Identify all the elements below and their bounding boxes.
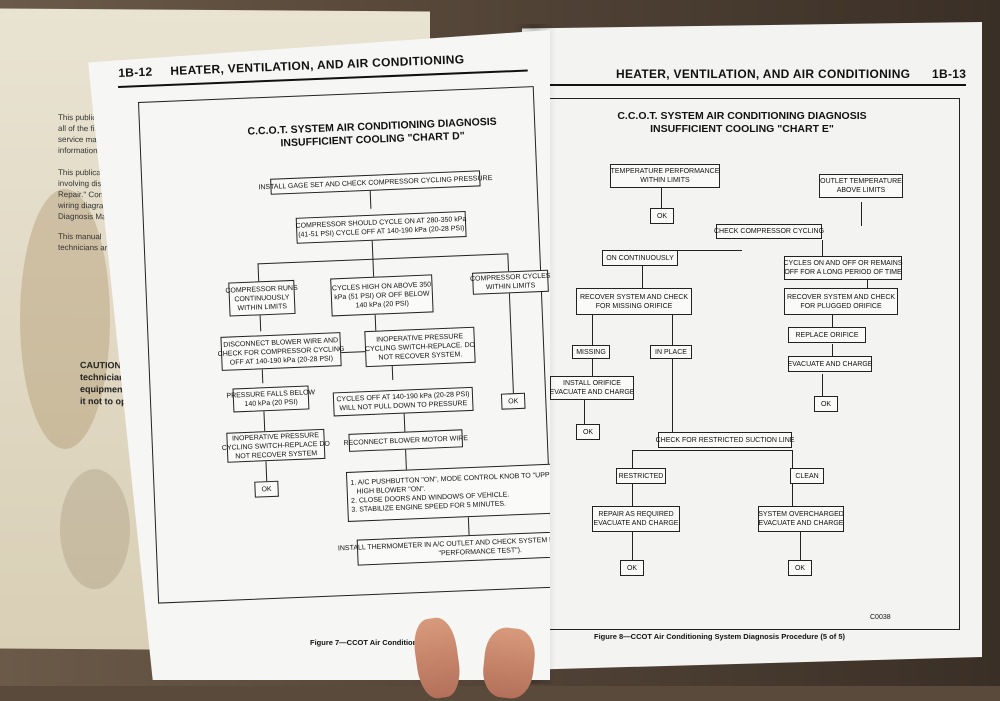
compressor-cycles-box: COMPRESSOR CYCLES WITHIN LIMITS — [470, 269, 550, 295]
outlet-temp-box: OUTLET TEMPERATURE ABOVE LIMITS — [819, 174, 903, 198]
on-continuously-box: ON CONTINUOUSLY — [602, 250, 678, 266]
recover-missing-box: RECOVER SYSTEM AND CHECK FOR MISSING ORI… — [576, 288, 692, 315]
ok-box-mid: OK — [814, 396, 838, 412]
left-chart: C.C.O.T. SYSTEM AIR CONDITIONING DIAGNOS… — [88, 30, 550, 679]
ok-box-bottom-left: OK — [620, 560, 644, 576]
restricted-box: RESTRICTED — [616, 468, 666, 484]
recover-plugged-box: RECOVER SYSTEM AND CHECK FOR PLUGGED ORI… — [784, 288, 898, 315]
cycles-on-off-box: CYCLES ON AND OFF OR REMAINS OFF FOR A L… — [783, 256, 903, 280]
steps-box: 1. A/C PUSHBUTTON "ON", MODE CONTROL KNO… — [345, 463, 550, 522]
runs-continuously-box: COMPRESSOR RUNS CONTINUOUSLY WITHIN LIMI… — [225, 279, 298, 317]
back-paragraph-3: This manual technicians and — [58, 231, 114, 253]
figure-code: C0038 — [870, 614, 891, 621]
left-page: 1B-12 HEATER, VENTILATION, AND AIR CONDI… — [88, 30, 550, 680]
disconnect-blower-box: DISCONNECT BLOWER WIRE AND CHECK FOR COM… — [218, 332, 345, 371]
right-page: HEATER, VENTILATION, AND AIR CONDITIONIN… — [522, 22, 982, 670]
right-figure-caption: Figure 8—CCOT Air Conditioning System Di… — [594, 632, 846, 641]
left-chart-title: C.C.O.T. SYSTEM AIR CONDITIONING DIAGNOS… — [247, 115, 497, 150]
inoperative-recover-box: INOPERATIVE PRESSURE CYCLING SWITCH-REPL… — [222, 428, 330, 463]
ok-box-bottom-right: OK — [788, 560, 812, 576]
left-figure-caption: Figure 7—CCOT Air Conditioning — [310, 638, 429, 647]
repair-box: REPAIR AS REQUIRED EVACUATE AND CHARGE — [592, 506, 680, 532]
right-page-number: 1B-13 — [932, 67, 967, 81]
ok-box-top: OK — [650, 208, 674, 224]
overcharged-box: SYSTEM OVERCHARGED EVACUATE AND CHARGE — [758, 506, 844, 532]
clean-box: CLEAN — [790, 468, 824, 484]
check-compressor-box: CHECK COMPRESSOR CYCLING — [714, 224, 824, 239]
missing-box: MISSING — [572, 345, 610, 359]
ok-box-left: OK — [576, 424, 600, 440]
in-place-box: IN PLACE — [650, 345, 692, 359]
should-cycle-box: COMPRESSOR SHOULD CYCLE ON AT 280-350 kP… — [295, 210, 467, 244]
right-header-title: HEATER, VENTILATION, AND AIR CONDITIONIN… — [616, 67, 911, 81]
cycles-off-box: CYCLES OFF AT 140-190 kPa (20-28 PSI) WI… — [332, 386, 474, 417]
install-orifice-box: INSTALL ORIFICE EVACUATE AND CHARGE — [550, 376, 634, 400]
evacuate-charge-box: EVACUATE AND CHARGE — [788, 356, 872, 372]
reconnect-blower-box: RECONNECT BLOWER MOTOR WIRE — [343, 429, 468, 452]
install-gage-box: INSTALL GAGE SET AND CHECK COMPRESSOR CY… — [258, 170, 492, 195]
check-restricted-box: CHECK FOR RESTRICTED SUCTION LINE — [656, 432, 794, 448]
replace-orifice-box: REPLACE ORIFICE — [788, 327, 866, 343]
cycles-high-box: CYCLES HIGH ON ABOVE 350 kPa (51 PSI) OR… — [330, 274, 434, 317]
ok-box-left-page: OK — [254, 480, 279, 498]
temp-performance-box: TEMPERATURE PERFORMANCE WITHIN LIMITS — [610, 164, 720, 188]
ok-box-right: OK — [500, 392, 526, 410]
pressure-falls-box: PRESSURE FALLS BELOW 140 kPa (20 PSI) — [226, 385, 315, 413]
inoperative-replace-box: INOPERATIVE PRESSURE CYCLING SWITCH-REPL… — [364, 326, 476, 368]
right-chart-title: C.C.O.T. SYSTEM AIR CONDITIONING DIAGNOS… — [617, 110, 867, 135]
